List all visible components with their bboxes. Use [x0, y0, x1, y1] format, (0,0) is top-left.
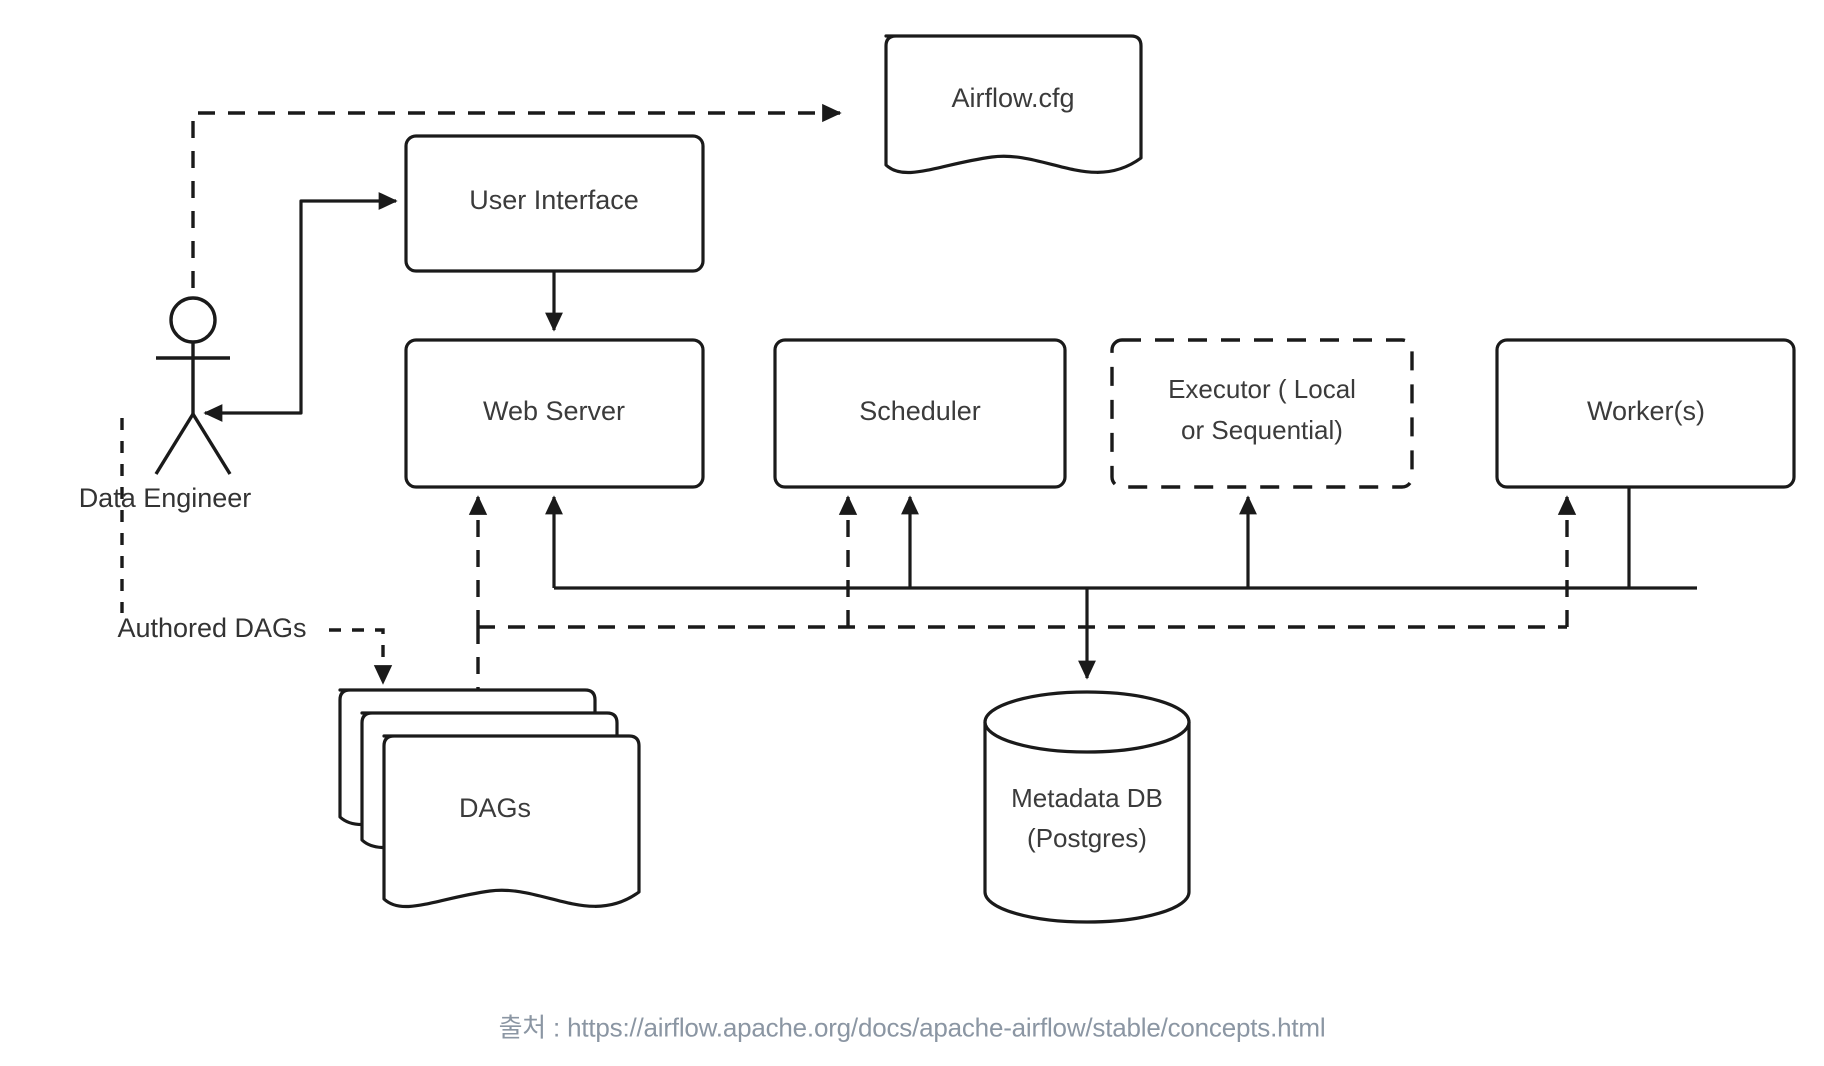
edge-engineer-user-interface: [203, 192, 398, 422]
node-scheduler[interactable]: Scheduler: [773, 338, 1067, 489]
edge-dags-bus: [468, 495, 1577, 690]
node-web-server[interactable]: Web Server: [404, 338, 705, 489]
data-engineer-label: Data Engineer: [79, 483, 252, 513]
source-caption: 출처 : https://airflow.apache.org/docs/apa…: [498, 1012, 1326, 1043]
dags-label: DAGs: [459, 793, 531, 823]
node-airflow-cfg[interactable]: Airflow.cfg: [884, 34, 1143, 175]
executor-label-line1: Executor ( Local: [1168, 374, 1356, 404]
node-user-interface[interactable]: User Interface: [404, 134, 705, 273]
edge-engineer-to-airflow-cfg: [191, 103, 842, 318]
airflow-cfg-label: Airflow.cfg: [951, 83, 1074, 113]
scheduler-label: Scheduler: [859, 396, 981, 426]
edge-label-authored-dags: Authored DAGs: [105, 613, 318, 647]
node-executor[interactable]: Executor ( Local or Sequential): [1110, 338, 1414, 489]
node-data-engineer[interactable]: Data Engineer: [79, 296, 252, 513]
node-metadata-db[interactable]: Metadata DB (Postgres): [983, 690, 1191, 924]
workers-label: Worker(s): [1587, 396, 1705, 426]
node-workers[interactable]: Worker(s): [1495, 338, 1796, 489]
authored-dags-label: Authored DAGs: [117, 613, 306, 643]
metadata-db-label-line2: (Postgres): [1027, 823, 1147, 853]
edge-authored-dags: [120, 418, 393, 685]
web-server-label: Web Server: [483, 396, 625, 426]
executor-label-line2: or Sequential): [1181, 415, 1343, 445]
user-interface-label: User Interface: [469, 185, 639, 215]
node-dags[interactable]: DAGs: [338, 688, 641, 909]
metadata-db-label-line1: Metadata DB: [1011, 783, 1163, 813]
edge-metadata-db-bus: [545, 487, 1697, 680]
